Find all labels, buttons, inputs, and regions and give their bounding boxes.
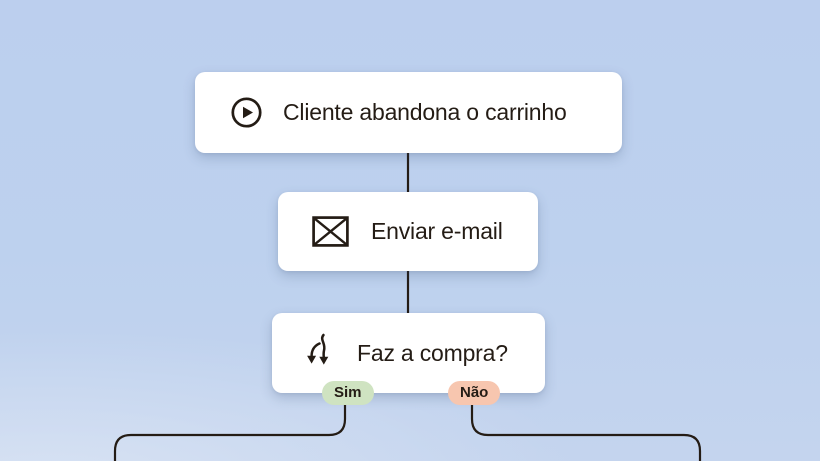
node-trigger-label: Cliente abandona o carrinho (283, 99, 567, 125)
branch-icon (298, 330, 344, 376)
node-decision[interactable]: Faz a compra? (272, 313, 545, 393)
envelope-icon (312, 216, 349, 247)
node-send-email-label: Enviar e-mail (371, 218, 503, 244)
node-trigger[interactable]: Cliente abandona o carrinho (195, 72, 622, 153)
play-icon (230, 96, 263, 129)
node-decision-label: Faz a compra? (357, 339, 508, 366)
node-send-email[interactable]: Enviar e-mail (278, 192, 538, 271)
branch-badge-yes: Sim (322, 381, 374, 405)
branch-badge-no: Não (448, 381, 501, 405)
